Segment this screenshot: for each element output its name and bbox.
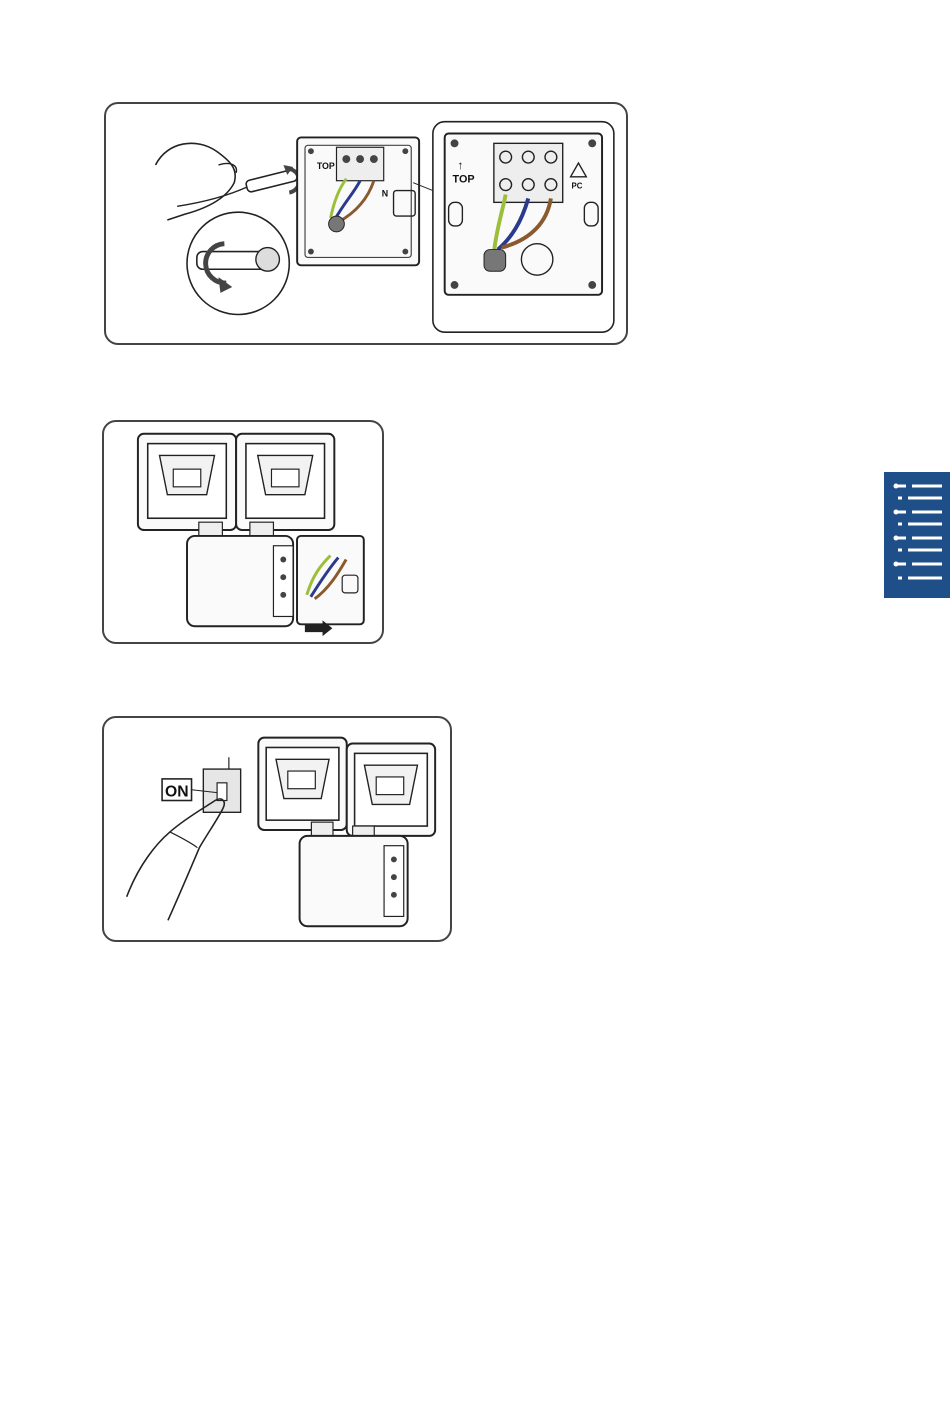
detail-up-arrow-icon: ↑ (457, 158, 463, 172)
step-1-wiring-illustration: TOP N TOP ↑ PC (104, 102, 628, 345)
pointing-hand (127, 799, 225, 920)
detail-corner-screw (451, 281, 459, 289)
sensor-dial (280, 592, 286, 598)
sensor-control-strip (384, 846, 404, 917)
wiring-drawing: TOP N TOP ↑ PC (106, 104, 626, 343)
detail-corner-screw (451, 139, 459, 147)
terminal-screw (342, 155, 350, 163)
screwdriver-handle (245, 169, 297, 193)
detail-cable-gland (484, 250, 506, 272)
step-2-mounting-illustration (102, 420, 384, 644)
box-top-label: TOP (317, 161, 335, 171)
floodlight-head-right (347, 744, 435, 840)
sensor-dial (391, 892, 397, 898)
sensor-dial (391, 874, 397, 880)
switch-rocker[interactable] (217, 783, 227, 801)
side-tab-installation (884, 472, 950, 598)
box-corner-screw (402, 249, 408, 255)
switch-on-label: ON (165, 784, 189, 801)
step-3-switch-on-illustration: ON (102, 716, 452, 942)
terminal-screw (370, 155, 378, 163)
terminal-block (336, 147, 383, 180)
hand-outline (156, 143, 236, 220)
floodlight-head-left (138, 434, 236, 536)
detail-top-label: TOP (453, 174, 475, 186)
detail-corner-screw (588, 139, 596, 147)
box-terminal-label: N (382, 188, 388, 198)
sensor-dial (280, 557, 286, 563)
detail-corner-screw (588, 281, 596, 289)
detail-pc-label: PC (572, 182, 583, 191)
sensor-control-strip (273, 546, 293, 617)
wall-box (297, 536, 364, 624)
sensor-dial (280, 574, 286, 580)
zoom-screw-head (256, 248, 280, 272)
switch-on-drawing: ON (104, 718, 450, 940)
box-corner-screw (402, 148, 408, 154)
installation-steps-icon (884, 472, 950, 598)
floodlight-head-right (236, 434, 334, 536)
terminal-screw (356, 155, 364, 163)
box-corner-screw (308, 249, 314, 255)
hand-knuckle (170, 832, 198, 848)
sensor-dial (391, 857, 397, 863)
cable-gland (329, 216, 345, 232)
box-corner-screw (308, 148, 314, 154)
floodlight-head-left (258, 738, 346, 836)
mounting-drawing (104, 422, 382, 642)
detail-terminal-block (494, 143, 563, 202)
